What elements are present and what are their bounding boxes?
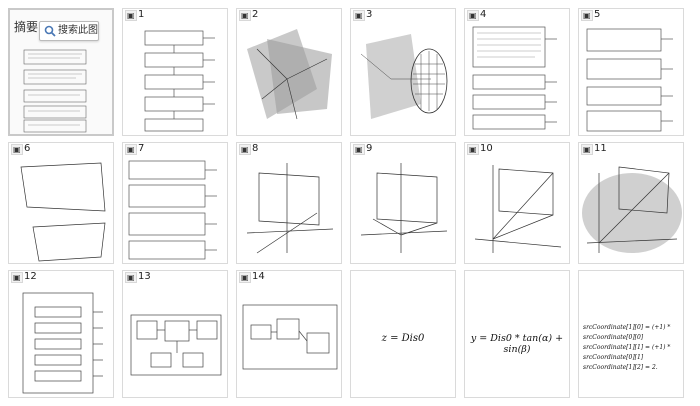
formula-line: srcCoordinate[1][2] = 2. bbox=[583, 364, 658, 371]
thumbnail-10[interactable]: ▣ 10 bbox=[464, 142, 570, 264]
thumbnail-number: 3 bbox=[366, 9, 373, 20]
image-icon: ▣ bbox=[239, 272, 251, 283]
thumbnail-number: 14 bbox=[252, 271, 265, 282]
thumbnail-number: 9 bbox=[366, 143, 373, 154]
formula-thumbnail-3[interactable]: srcCoordinate[1][0] = (+1) * srcCoordina… bbox=[578, 270, 684, 398]
image-icon: ▣ bbox=[581, 144, 593, 155]
image-icon: ▣ bbox=[11, 144, 23, 155]
thumbnail-number: 1 bbox=[138, 9, 145, 20]
flowchart-preview bbox=[144, 30, 215, 132]
image-icon: ▣ bbox=[581, 10, 593, 21]
thumbnail-12[interactable]: ▣ 12 bbox=[8, 270, 114, 398]
thumbnail-number: 11 bbox=[594, 143, 607, 154]
thumbnail-number: 13 bbox=[138, 271, 151, 282]
formula-block: srcCoordinate[1][0] = (+1) * srcCoordina… bbox=[579, 323, 683, 373]
formula-text: y = Dis0 * tan(α) + sin(β) bbox=[470, 333, 564, 355]
abstract-label: 摘要 bbox=[14, 20, 39, 34]
3d-projection-preview bbox=[246, 163, 334, 254]
thumbnail-number: 6 bbox=[24, 143, 31, 154]
thumbnail-6[interactable]: ▣ 6 bbox=[8, 142, 114, 264]
image-icon: ▣ bbox=[125, 272, 137, 283]
thumbnail-3[interactable]: ▣ 3 bbox=[350, 8, 456, 136]
magnifier-icon bbox=[44, 25, 56, 44]
flowchart-preview bbox=[586, 28, 673, 132]
3d-projection-preview bbox=[360, 163, 448, 253]
3d-grid-preview bbox=[360, 34, 448, 119]
quadrilateral-preview bbox=[20, 162, 106, 262]
flowchart-preview bbox=[472, 26, 557, 130]
image-icon: ▣ bbox=[467, 144, 479, 155]
abstract-thumbnail[interactable]: 摘要 搜索此图 bbox=[8, 8, 114, 136]
thumbnail-7[interactable]: ▣ 7 bbox=[122, 142, 228, 264]
thumbnail-5[interactable]: ▣ 5 bbox=[578, 8, 684, 136]
thumbnail-14[interactable]: ▣ 14 bbox=[236, 270, 342, 398]
image-icon: ▣ bbox=[239, 144, 251, 155]
image-icon: ▣ bbox=[353, 10, 365, 21]
thumbnail-11[interactable]: ▣ 11 bbox=[578, 142, 684, 264]
block-diagram-preview bbox=[242, 304, 338, 370]
image-icon: ▣ bbox=[467, 10, 479, 21]
thumbnail-1[interactable]: ▣ 1 bbox=[122, 8, 228, 136]
3d-planes-preview bbox=[247, 29, 332, 120]
thumbnail-8[interactable]: ▣ 8 bbox=[236, 142, 342, 264]
thumbnail-number: 8 bbox=[252, 143, 259, 154]
thumbnail-number: 4 bbox=[480, 9, 487, 20]
formula-thumbnail-2[interactable]: y = Dis0 * tan(α) + sin(β) bbox=[464, 270, 570, 398]
3d-projection-preview bbox=[474, 165, 562, 253]
thumbnail-2[interactable]: ▣ 2 bbox=[236, 8, 342, 136]
thumbnail-9[interactable]: ▣ 9 bbox=[350, 142, 456, 264]
3d-shaded-preview bbox=[582, 166, 682, 253]
thumbnail-number: 7 bbox=[138, 143, 145, 154]
image-icon: ▣ bbox=[353, 144, 365, 155]
thumbnail-number: 12 bbox=[24, 271, 37, 282]
formula-thumbnail-1[interactable]: z = Dis0 bbox=[350, 270, 456, 398]
thumbnail-13[interactable]: ▣ 13 bbox=[122, 270, 228, 398]
image-icon: ▣ bbox=[11, 272, 23, 283]
formula-line: srcCoordinate[1][0] = (+1) * srcCoordina… bbox=[583, 324, 671, 341]
formula-line: srcCoordinate[1][1] = (+1) * srcCoordina… bbox=[583, 344, 671, 361]
block-diagram-preview bbox=[130, 314, 222, 376]
image-icon: ▣ bbox=[125, 10, 137, 21]
thumbnail-number: 5 bbox=[594, 9, 601, 20]
image-icon: ▣ bbox=[125, 144, 137, 155]
thumbnail-4[interactable]: ▣ 4 bbox=[464, 8, 570, 136]
block-diagram-preview bbox=[22, 292, 103, 394]
search-button-label: 搜索此图 bbox=[58, 25, 98, 36]
image-icon: ▣ bbox=[239, 10, 251, 21]
thumbnail-number: 2 bbox=[252, 9, 259, 20]
formula-text: z = Dis0 bbox=[381, 333, 425, 344]
abstract-flowchart-preview bbox=[23, 49, 87, 133]
thumbnail-number: 10 bbox=[480, 143, 493, 154]
flowchart-preview bbox=[128, 160, 217, 260]
search-this-image-button[interactable]: 搜索此图 bbox=[39, 21, 99, 41]
